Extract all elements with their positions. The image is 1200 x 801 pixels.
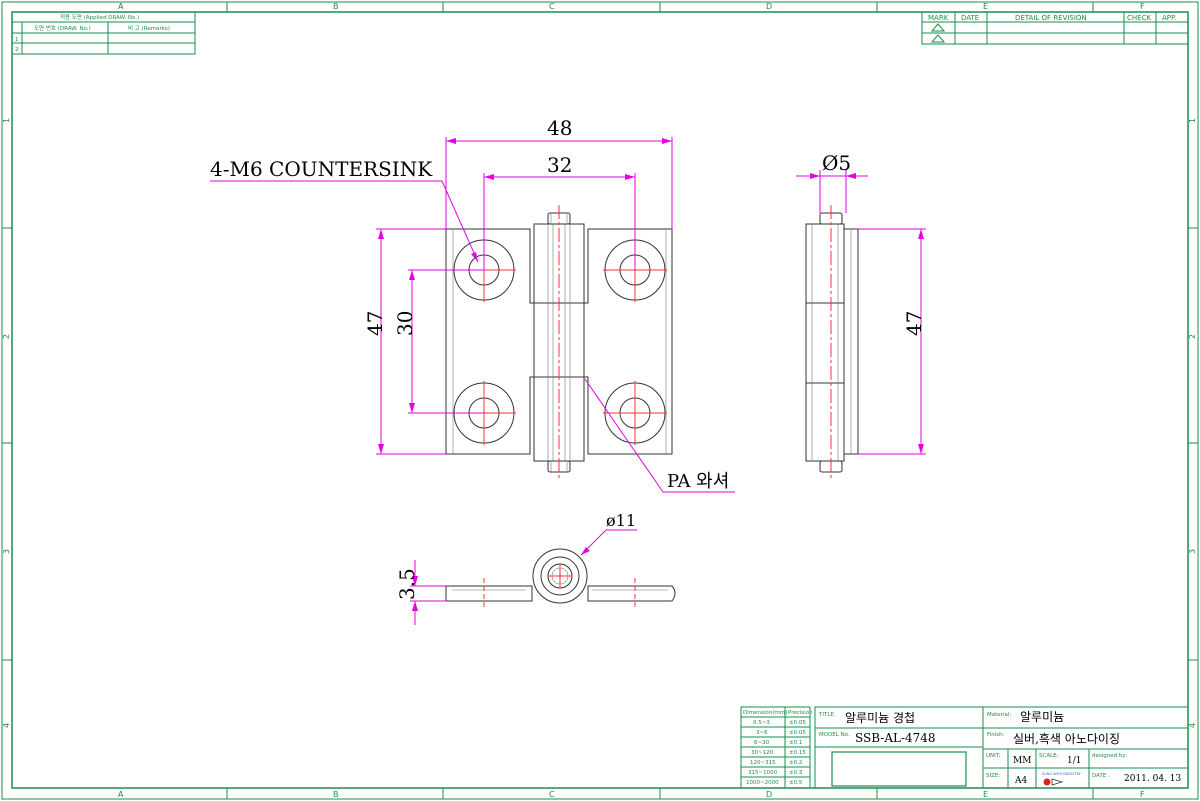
callout-washer: PA 와셔 xyxy=(667,471,729,492)
row-label-3-right: 3 xyxy=(1188,549,1197,554)
dim-height-holes: 30 xyxy=(393,311,417,336)
dim-height-outer: 47 xyxy=(363,311,387,336)
col-label-a: A xyxy=(118,2,124,11)
tol-range-1: 3~6 xyxy=(756,730,768,736)
tol-value-5: ±0.3 xyxy=(789,770,803,776)
barrel-outer xyxy=(532,548,588,604)
dim-pin-dia: Ø5 xyxy=(822,151,851,175)
tol-range-0: 0.5~3 xyxy=(753,720,770,726)
inner-border xyxy=(11,11,1189,789)
tolerance-table: Dimension(mm) Precision 0.5~3 ±0.05 3~6 … xyxy=(740,706,813,789)
applied-row-1: 1 xyxy=(15,37,19,43)
side-view xyxy=(805,205,859,480)
front-view-dimensions: 48 32 47 30 4-M6 COUNTERSINK PA 와셔 xyxy=(210,116,735,493)
material-label: Material: xyxy=(987,712,1011,718)
row-label-2-right: 2 xyxy=(1188,334,1197,339)
designed-label: designed by: xyxy=(1092,753,1127,759)
dim-barrel-dia: ø11 xyxy=(606,511,636,530)
date-label: DATE : xyxy=(1092,773,1110,779)
applied-row-2: 2 xyxy=(15,47,19,53)
finish-label: Finish: xyxy=(987,732,1005,738)
tol-value-3: ±0.15 xyxy=(789,750,806,756)
col-label-e-bottom: E xyxy=(983,790,988,799)
model-value: SSB-AL-4748 xyxy=(855,731,936,745)
col-label-a-bottom: A xyxy=(118,790,124,799)
scale-label: SCALE: xyxy=(1039,753,1059,759)
company-logo-icon xyxy=(1043,778,1051,786)
applied-header: 적용 도면 (Applied DRAW. No.) xyxy=(60,13,139,21)
front-view xyxy=(445,205,673,480)
scale-value: 1/1 xyxy=(1067,756,1081,766)
rev-header-mark: MARK xyxy=(928,14,949,22)
dim-width-outer: 48 xyxy=(547,116,572,140)
rev-header-check: CHECK xyxy=(1127,14,1151,22)
tol-range-2: 6~30 xyxy=(754,740,770,746)
col-label-c-bottom: C xyxy=(549,790,555,799)
top-right-leaf xyxy=(587,585,676,602)
tol-value-1: ±0.05 xyxy=(789,730,806,736)
side-view-dimensions: Ø5 47 xyxy=(796,151,926,455)
col-label-f-bottom: F xyxy=(1140,790,1145,799)
col-label-b: B xyxy=(333,2,339,11)
date-value: 2011. 04. 13 xyxy=(1124,774,1182,784)
tol-value-6: ±0.5 xyxy=(789,780,803,786)
applied-drawing-box: 적용 도면 (Applied DRAW. No.) 도면 번호 (DRAW. N… xyxy=(11,11,196,55)
tol-range-4: 120~315 xyxy=(750,760,776,766)
barrel-inner xyxy=(540,556,580,596)
top-left-leaf xyxy=(445,585,533,602)
unit-label: UNIT: xyxy=(986,753,1001,759)
company-logo-text: SUNG WOO INDUSTRY xyxy=(1042,772,1082,776)
tol-header-dim: Dimension(mm) xyxy=(743,710,787,716)
revision-box: MARK DATE DETAIL OF REVISION CHECK APP. xyxy=(921,11,1189,45)
col-label-f: F xyxy=(1140,2,1145,11)
material-value: 알루미늄 xyxy=(1020,710,1064,724)
left-leaf-outline xyxy=(445,228,535,455)
rev-header-date: DATE xyxy=(961,14,979,22)
tol-range-6: 1000~2000 xyxy=(746,780,779,786)
col-label-c: C xyxy=(549,2,555,11)
finish-value: 실버,흑색 아노다이징 xyxy=(1013,732,1120,746)
top-view xyxy=(445,548,676,608)
applied-col-drawno: 도면 번호 (DRAW. No.) xyxy=(34,24,91,32)
col-label-d-bottom: D xyxy=(766,790,772,799)
applied-col-remarks: 비 고 (Remarks) xyxy=(128,24,170,32)
model-label: MODEL No. xyxy=(819,732,850,738)
revision-triangle-icon xyxy=(930,23,946,32)
dim-side-height: 47 xyxy=(902,311,926,336)
countersink-hole xyxy=(603,381,667,445)
tol-range-3: 30~120 xyxy=(751,750,774,756)
dim-thickness: 3.5 xyxy=(395,568,419,600)
callout-countersink: 4-M6 COUNTERSINK xyxy=(210,157,433,181)
tol-value-0: ±0.05 xyxy=(789,720,806,726)
tol-header-prec: Precision xyxy=(788,710,813,716)
title-value: 알루미늄 경첩 xyxy=(845,711,915,725)
rev-header-detail: DETAIL OF REVISION xyxy=(1015,14,1087,22)
tol-value-2: ±0.1 xyxy=(789,740,802,746)
title-block: TITLE: 알루미늄 경첩 MODEL No. SSB-AL-4748 Mat… xyxy=(814,706,1189,789)
row-label-2: 2 xyxy=(2,334,11,339)
rev-header-app: APP. xyxy=(1162,14,1176,22)
row-label-4-right: 4 xyxy=(1188,723,1197,728)
right-leaf-outline xyxy=(583,228,673,455)
revision-triangle-icon xyxy=(930,34,946,43)
dim-width-holes: 32 xyxy=(547,153,572,177)
row-label-1: 1 xyxy=(2,118,11,123)
col-label-b-bottom: B xyxy=(333,790,339,799)
col-label-d: D xyxy=(766,2,772,11)
tol-range-5: 315~1000 xyxy=(748,770,778,776)
row-label-1-right: 1 xyxy=(1188,118,1197,123)
unit-value: MM xyxy=(1013,756,1031,766)
title-label: TITLE: xyxy=(818,712,836,718)
row-label-3: 3 xyxy=(2,549,11,554)
top-view-dimensions: ø11 3.5 xyxy=(395,511,637,625)
row-label-4: 4 xyxy=(2,723,11,728)
col-label-e: E xyxy=(983,2,988,11)
tol-value-4: ±0.2 xyxy=(789,760,802,766)
size-label: SIZE: xyxy=(986,773,1000,779)
size-value: A4 xyxy=(1014,776,1027,786)
